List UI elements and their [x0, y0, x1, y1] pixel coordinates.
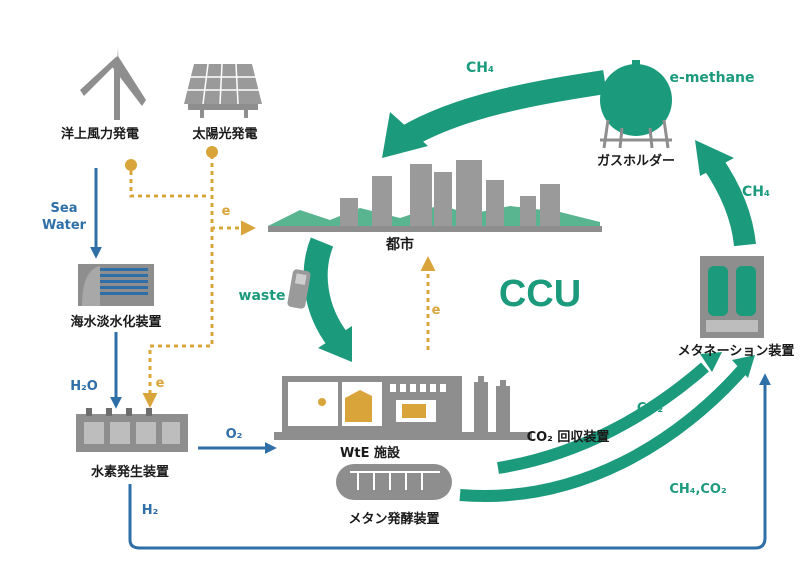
co2-capture-icon — [474, 376, 510, 432]
ch4-co2-flow-label: CH₄,CO₂ — [669, 482, 726, 497]
wte-facility-icon — [274, 376, 532, 440]
ch4-label-right: CH₄ — [742, 184, 770, 200]
offshore-wind-label: 洋上風力発電 — [61, 126, 139, 142]
h2-line — [128, 373, 771, 550]
city-label: 都市 — [385, 236, 414, 253]
ccu-label: CCU — [499, 273, 581, 315]
ch4-co2-flow-arrow — [459, 355, 755, 502]
hydrogen-generator-icon — [76, 408, 188, 452]
city-skyline-icon — [268, 160, 602, 232]
ch4-arrow-right — [695, 140, 756, 247]
e-methane-label: e-methane — [670, 70, 755, 86]
co2-capture-label: CO₂ 回収装置 — [527, 429, 610, 445]
solar-panel-icon — [184, 63, 262, 118]
waste-arrow — [303, 237, 352, 362]
electricity-lines — [129, 155, 436, 408]
wte-label: WtE 施設 — [340, 445, 401, 461]
electricity-label-2: e — [156, 376, 165, 391]
waste-truck-icon — [287, 269, 311, 309]
methanation-label: メタネーション装置 — [678, 343, 795, 359]
methane-fermentation-icon — [336, 464, 452, 500]
gas-holder-label: ガスホルダー — [597, 153, 675, 169]
electricity-label-3: e — [432, 303, 441, 318]
electricity-label-1: e — [222, 204, 231, 219]
methane-fermentation-label: メタン発酵装置 — [348, 511, 439, 527]
gas-holder-icon — [600, 60, 672, 149]
desalination-icon — [78, 264, 154, 306]
sea-water-label-1: Sea — [51, 201, 78, 216]
ch4-label-top: CH₄ — [466, 60, 494, 76]
hydrogen-label: 水素発生装置 — [91, 464, 169, 480]
wind-turbine-icon — [80, 48, 146, 120]
o2-label: O₂ — [226, 427, 243, 442]
waste-label: waste — [239, 288, 286, 304]
h2-label: H₂ — [142, 503, 159, 518]
solar-label: 太陽光発電 — [191, 126, 257, 142]
co2-flow-arrow — [497, 352, 722, 474]
methanation-icon — [700, 256, 764, 338]
desalination-label: 海水淡水化装置 — [70, 314, 161, 330]
wind-connector-dot — [125, 159, 137, 171]
solar-connector-dot — [206, 146, 218, 158]
ch4-arrow-top — [382, 70, 607, 158]
h2o-label: H₂O — [70, 379, 98, 394]
sea-water-label-2: Water — [42, 218, 87, 233]
co2-flow-label: CO₂ — [637, 401, 663, 416]
